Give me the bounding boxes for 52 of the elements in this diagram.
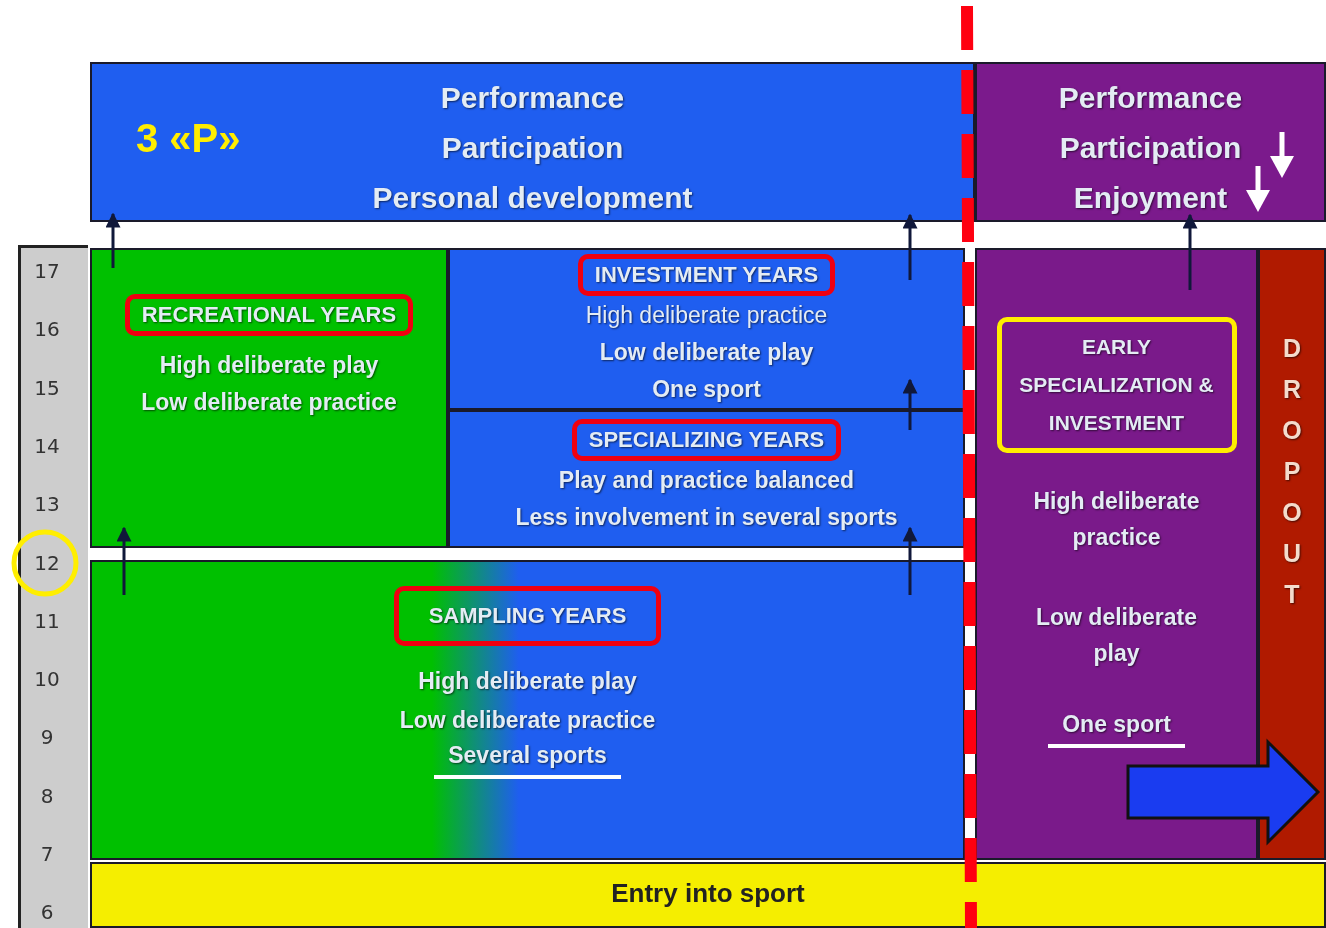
stage-description: One sport bbox=[652, 375, 761, 404]
bar-label: Entry into sport bbox=[611, 878, 805, 909]
arrow bbox=[1126, 738, 1321, 846]
outcome-band bbox=[975, 62, 1326, 222]
age-number: 13 bbox=[33, 492, 61, 517]
outcome-text: Performance bbox=[440, 80, 625, 116]
stage-box bbox=[448, 248, 965, 410]
age-number: 10 bbox=[33, 667, 61, 692]
arrow bbox=[902, 526, 918, 595]
age-number: 9 bbox=[39, 725, 55, 750]
arrow bbox=[1182, 213, 1198, 290]
annotation-text: 3 «P» bbox=[136, 116, 241, 161]
stage-description: Low deliberate play bbox=[1034, 603, 1198, 668]
arrow bbox=[116, 526, 132, 595]
stage-heading: RECREATIONAL YEARS bbox=[124, 294, 414, 336]
stage-description: Low deliberate play bbox=[599, 338, 814, 367]
stage-description: One sport bbox=[1048, 711, 1185, 748]
stage-description: Low deliberate practice bbox=[141, 388, 397, 417]
age-number: 11 bbox=[33, 608, 61, 633]
stage-box bbox=[448, 410, 965, 548]
outcome-text: Performance bbox=[1058, 80, 1243, 116]
stage-description: Less involvement in several sports bbox=[515, 503, 898, 532]
stage-description: Several sports bbox=[434, 742, 621, 779]
outcome-text: Enjoyment bbox=[1073, 180, 1228, 216]
stage-box bbox=[90, 560, 965, 860]
arrow bbox=[902, 213, 918, 280]
arrow bbox=[902, 378, 918, 430]
stage-box bbox=[90, 248, 448, 548]
stage-heading: SPECIALIZING YEARS bbox=[571, 419, 842, 461]
age-number: 12 bbox=[33, 550, 61, 575]
age-number: 6 bbox=[39, 900, 55, 925]
dropout-bar bbox=[1258, 248, 1326, 860]
outcome-text: Participation bbox=[1059, 130, 1242, 166]
stage-description: High deliberate practice bbox=[585, 301, 828, 330]
age-number: 8 bbox=[39, 783, 55, 808]
outcome-text: Participation bbox=[441, 130, 624, 166]
stage-description: Play and practice balanced bbox=[558, 466, 855, 495]
vertical-label: DROPOUT bbox=[1281, 333, 1303, 610]
stage-heading: INVESTMENT YEARS bbox=[577, 254, 836, 296]
age-number: 7 bbox=[39, 842, 55, 866]
outcome-text: Personal development bbox=[372, 180, 693, 216]
stage-description: High deliberate play bbox=[159, 351, 379, 380]
entry-bar bbox=[90, 862, 1326, 928]
arrow bbox=[105, 212, 121, 268]
age-number: 15 bbox=[33, 375, 61, 400]
stage-heading: EARLY SPECIALIZATION & INVESTMENT bbox=[996, 317, 1237, 453]
stage-box bbox=[975, 248, 1258, 860]
stage-description: High deliberate practice bbox=[1032, 487, 1201, 552]
outcome-band bbox=[90, 62, 975, 222]
age-number: 17 bbox=[33, 259, 61, 283]
age-number: 14 bbox=[33, 433, 61, 458]
age-number: 16 bbox=[33, 317, 61, 342]
